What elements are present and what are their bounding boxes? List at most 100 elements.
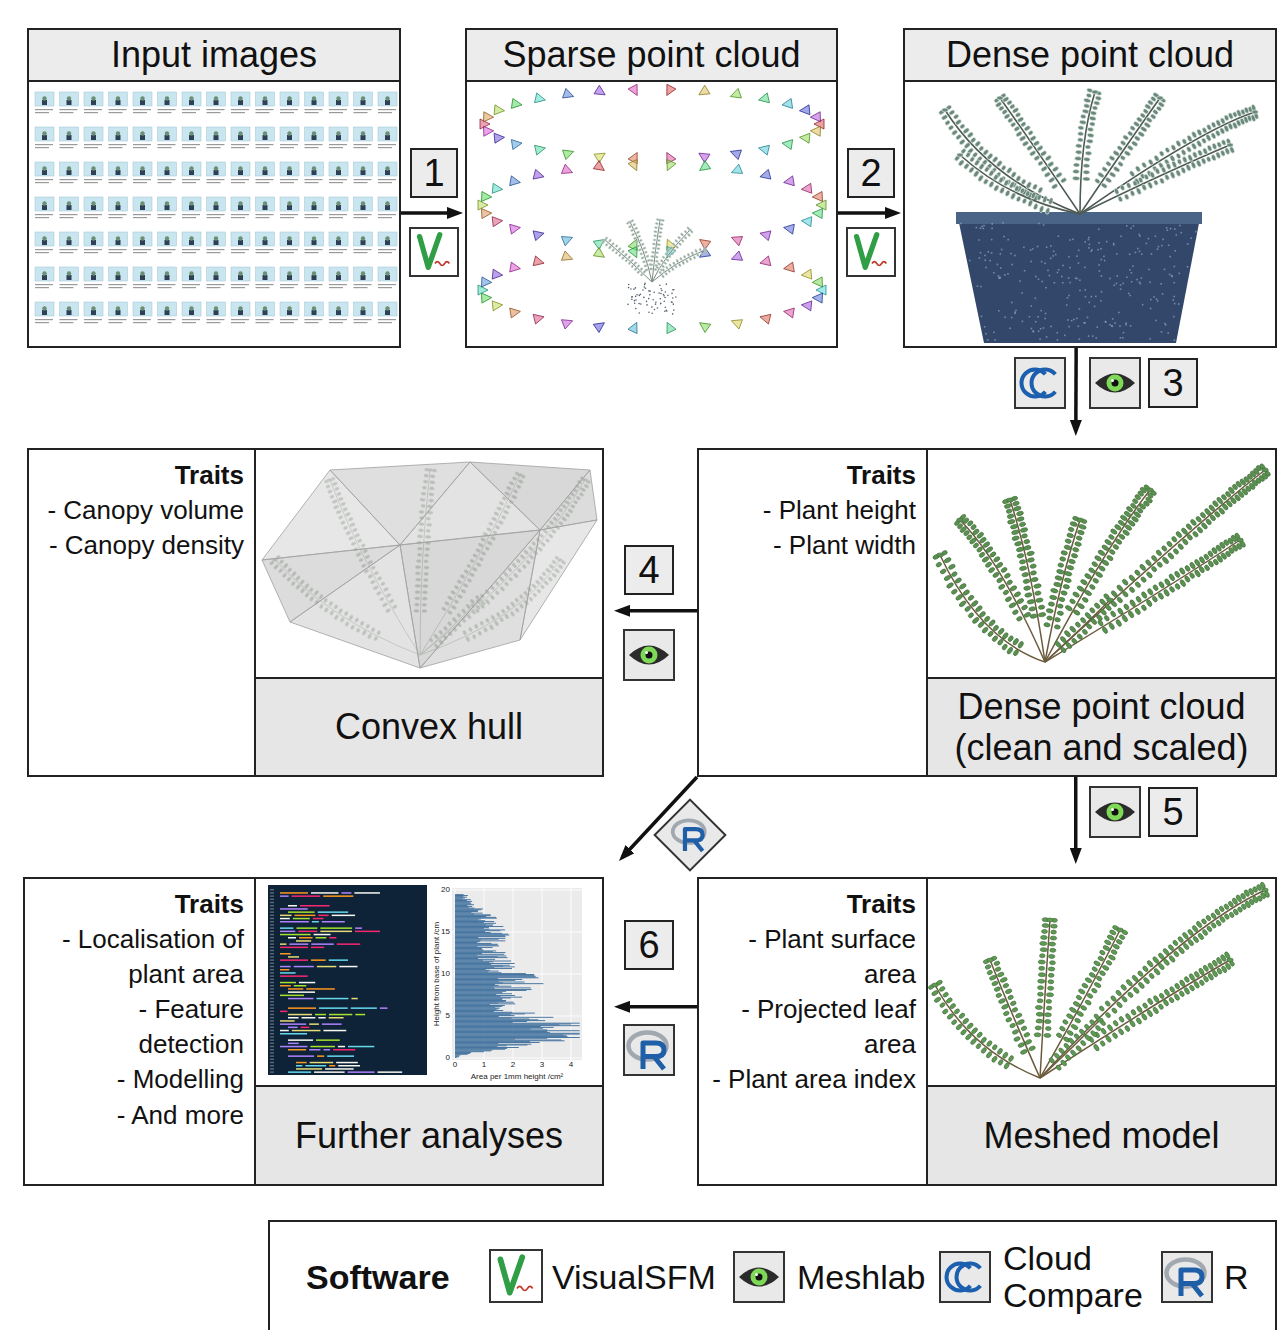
leaf — [993, 184, 1000, 192]
thumbnail-pot — [385, 205, 390, 210]
pot-speck — [984, 259, 986, 261]
camera-frustum — [812, 277, 822, 287]
thumbnail-pot — [238, 205, 243, 210]
leaf — [1126, 182, 1132, 189]
thumbnail — [109, 302, 128, 316]
camera-frustum — [561, 164, 572, 173]
leaf — [963, 163, 970, 171]
leaf — [1169, 171, 1176, 179]
leaf — [1056, 569, 1064, 575]
camera-frustum — [492, 301, 502, 311]
filename-mark — [280, 109, 298, 110]
leaf — [977, 174, 984, 182]
pot-speck — [1014, 255, 1016, 257]
leaf — [1032, 183, 1038, 190]
hull-facet — [540, 470, 597, 530]
thumbnail-plant — [165, 306, 169, 310]
filename-mark — [207, 182, 221, 183]
leaf — [1141, 184, 1147, 191]
leaf — [991, 635, 998, 642]
leaf — [1182, 538, 1189, 546]
leaf — [1175, 153, 1181, 160]
camera-frustum — [699, 85, 710, 95]
thumbnail — [305, 197, 324, 211]
pot-speck — [1113, 285, 1115, 287]
camera-frustum — [667, 84, 676, 95]
thumbnail-plant — [263, 96, 267, 100]
leaf — [1072, 176, 1079, 180]
pot-speck — [1044, 263, 1046, 265]
leaf — [1182, 156, 1188, 163]
camera-frustum — [812, 191, 822, 201]
filename-mark — [354, 182, 368, 183]
thumbnail-plant — [140, 236, 144, 240]
filename-mark — [60, 112, 74, 113]
filename-mark — [133, 182, 147, 183]
filename-mark — [280, 214, 298, 215]
point — [646, 301, 648, 303]
point — [635, 296, 637, 298]
leaf — [992, 571, 1000, 578]
leaf — [1006, 166, 1013, 174]
leaf — [1016, 616, 1023, 622]
pot-speck — [1142, 304, 1144, 306]
camera-frustum — [801, 183, 811, 193]
pot-speck — [1116, 253, 1118, 255]
plant-stem — [1045, 520, 1080, 662]
leaf — [1023, 539, 1030, 544]
pot-speck — [1122, 283, 1124, 285]
filename-mark — [133, 287, 147, 288]
filename-mark — [329, 252, 343, 253]
camera-frustum — [563, 150, 574, 159]
point — [673, 303, 675, 305]
camera-frustum — [478, 200, 488, 210]
thumbnail-plant — [140, 306, 144, 310]
filename-mark — [231, 144, 249, 145]
pot-speck — [991, 228, 993, 230]
leaf — [618, 253, 621, 256]
leaf — [633, 261, 637, 265]
leaf — [1078, 125, 1085, 130]
leaf — [1085, 145, 1091, 150]
leaf — [1141, 161, 1148, 168]
filename-mark — [60, 144, 78, 145]
leaf — [655, 266, 659, 270]
thumbnail-pot — [140, 310, 145, 315]
point — [631, 296, 633, 298]
leaf — [1050, 588, 1058, 594]
filename-mark — [305, 214, 323, 215]
leaf — [944, 120, 951, 126]
camera-frustum — [784, 224, 795, 234]
filename-mark — [35, 252, 49, 253]
plant-stem — [1080, 112, 1255, 214]
camera-frustum — [812, 293, 822, 303]
pot-speck — [1069, 267, 1071, 269]
leaf — [1083, 157, 1090, 162]
leaf — [1065, 605, 1073, 612]
leaf — [687, 253, 690, 257]
leaf — [1147, 158, 1154, 165]
thumbnail-plant — [189, 271, 193, 275]
filename-mark — [354, 144, 372, 145]
leaf — [1119, 155, 1126, 161]
thumbnail — [133, 127, 152, 141]
pot-speck — [1100, 300, 1102, 302]
leaf — [1002, 589, 1009, 595]
leaf — [1054, 617, 1060, 622]
filename-mark — [84, 147, 98, 148]
pot-speck — [1030, 261, 1032, 263]
pot-speck — [1126, 225, 1128, 227]
leaf — [1040, 150, 1048, 157]
leaf — [646, 255, 649, 258]
filename-mark — [35, 319, 53, 320]
dense-pot — [956, 212, 1202, 343]
thumbnail-pot — [287, 170, 292, 175]
point — [658, 292, 660, 294]
camera-frustum — [593, 323, 604, 333]
filename-mark — [35, 214, 53, 215]
filename-mark — [378, 284, 396, 285]
thumbnail-pot — [312, 240, 317, 245]
filename-mark — [256, 147, 270, 148]
leaf — [631, 233, 635, 236]
leaf — [1033, 583, 1041, 588]
